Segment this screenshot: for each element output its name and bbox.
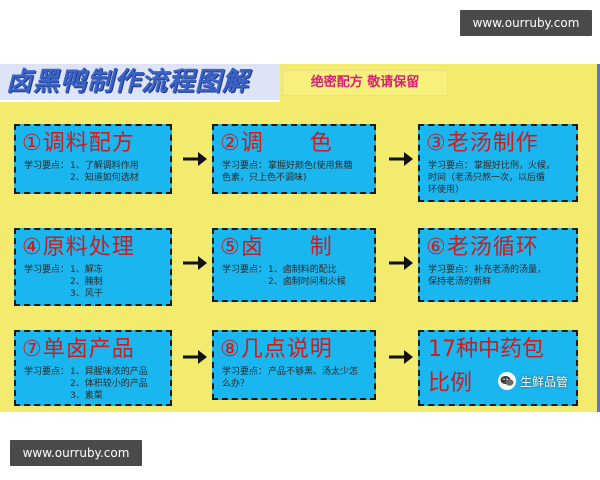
watermark-top: www.ourruby.com	[460, 10, 592, 36]
right-arrow-icon	[389, 152, 413, 166]
step-3-note: 时间（老汤只熬一次，以后循	[428, 173, 546, 183]
step-4-heading: ④原料处理	[22, 235, 135, 260]
step-7-heading: ⑦单卤产品	[22, 337, 135, 362]
step-6-box: ⑥老汤循环 学习要点： 补充老汤的汤量， 保持老汤的新鲜	[418, 228, 578, 302]
step-6-note: 补充老汤的汤量，	[474, 265, 547, 275]
step-6-note: 保持老汤的新鲜	[428, 277, 492, 287]
right-arrow-icon	[183, 256, 207, 270]
wechat-account-name: 生鲜品管	[520, 374, 569, 389]
secret-recipe-badge: 绝密配方 敬请保留	[282, 70, 448, 96]
step-2-note: 掌握好颜色(使用焦糖	[268, 161, 353, 171]
right-arrow-icon	[183, 152, 207, 166]
step-9-heading-line2: 比例	[428, 371, 473, 396]
step-6-notes-label: 学习要点：	[428, 265, 474, 275]
step-4-note: 2、腌制	[70, 277, 103, 287]
step-4-notes-label: 学习要点：	[24, 265, 70, 275]
step-1-box: ①调料配方 学习要点： 1、了解调料作用 2、知道如何选材	[14, 124, 172, 194]
step-9-heading: 17种中药包	[428, 337, 544, 362]
right-arrow-icon	[389, 256, 413, 270]
step-8-note: 么办？	[222, 379, 250, 389]
step-1-heading: ①调料配方	[22, 131, 135, 156]
step-5-notes-label: 学习要点：	[222, 265, 268, 275]
flowchart-panel: 卤黑鸭制作流程图解 绝密配方 敬请保留 ①调料配方 学习要点： 1、了解调料作用…	[0, 64, 600, 412]
step-6-heading: ⑥老汤循环	[426, 235, 539, 260]
watermark-bottom: www.ourruby.com	[10, 440, 142, 466]
step-1-notes-label: 学习要点：	[24, 161, 70, 171]
step-7-notes-label: 学习要点：	[24, 367, 70, 377]
step-7-note: 3、素菜	[70, 391, 103, 401]
step-3-heading: ③老汤制作	[426, 131, 539, 156]
step-5-note: 1、卤制料的配比	[268, 265, 337, 275]
step-5-box: ⑤卤 制 学习要点： 1、卤制料的配比 2、卤制时间和火候	[212, 228, 376, 302]
wechat-icon	[498, 372, 516, 390]
step-8-note: 产品不够黑、汤太少怎	[268, 367, 359, 377]
step-4-note: 1、解冻	[70, 265, 103, 275]
step-2-heading: ②调 色	[220, 131, 333, 156]
page-title: 卤黑鸭制作流程图解	[6, 67, 250, 97]
step-7-note: 2、体积较小的产品	[70, 379, 148, 389]
step-1-note: 1、了解调料作用	[70, 161, 139, 171]
step-3-notes-label: 学习要点：	[428, 161, 474, 171]
step-1-note: 2、知道如何选材	[70, 173, 139, 183]
step-8-heading: ⑧几点说明	[220, 337, 333, 362]
step-5-note: 2、卤制时间和火候	[268, 277, 346, 287]
wechat-account-tag: 生鲜品管	[498, 370, 568, 392]
right-arrow-icon	[389, 350, 413, 364]
step-2-notes-label: 学习要点：	[222, 161, 268, 171]
step-2-note: 色素，只上色不调味)	[222, 173, 307, 183]
step-3-note: 环使用）	[428, 185, 465, 195]
step-7-note: 1、异腥味浓的产品	[70, 367, 148, 377]
right-arrow-icon	[183, 350, 207, 364]
step-3-box: ③老汤制作 学习要点： 掌握好比例，火候， 时间（老汤只熬一次，以后循 环使用）	[418, 124, 578, 202]
step-3-note: 掌握好比例，火候，	[474, 161, 556, 171]
step-2-box: ②调 色 学习要点： 掌握好颜色(使用焦糖 色素，只上色不调味)	[212, 124, 376, 194]
step-9-box: 17种中药包 比例	[418, 330, 578, 406]
step-7-box: ⑦单卤产品 学习要点： 1、异腥味浓的产品 2、体积较小的产品 3、素菜	[14, 330, 172, 406]
step-8-box: ⑧几点说明 学习要点： 产品不够黑、汤太少怎 么办？	[212, 330, 376, 400]
step-8-notes-label: 学习要点：	[222, 367, 268, 377]
step-5-heading: ⑤卤 制	[220, 235, 333, 260]
title-bar: 卤黑鸭制作流程图解	[0, 64, 280, 102]
step-4-box: ④原料处理 学习要点： 1、解冻 2、腌制 3、风干	[14, 228, 172, 306]
step-4-note: 3、风干	[70, 289, 103, 299]
